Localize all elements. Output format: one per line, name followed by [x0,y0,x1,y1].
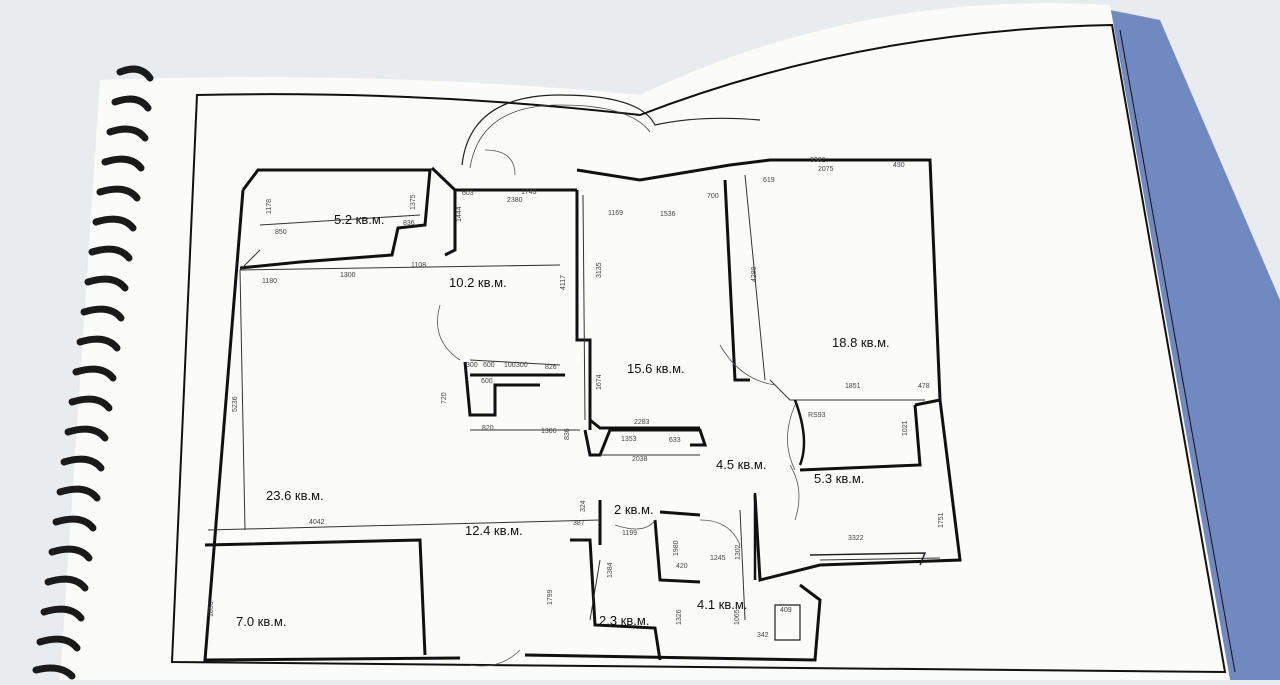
room-label: 18.8 кв.м. [832,335,890,350]
dimension-label: 1306 [541,428,557,435]
room-label: 15.6 кв.м. [627,361,685,376]
room-label: 2 кв.м. [614,502,654,517]
dimension-label: 1199 [622,530,638,537]
room-label: 12.4 кв.м. [465,523,523,538]
dimension-label: 720 [441,392,448,404]
dimension-label: 3382 [810,157,826,164]
dimension-label: 342 [757,632,769,639]
dimension-label: 2380 [507,197,523,204]
dimension-label: 1384 [607,562,614,578]
dimension-label: 836 [564,428,571,440]
dimension-label: 1178 [266,198,273,214]
dimension-label: 850 [275,229,287,236]
dimension-label: 1180 [262,278,278,285]
dimension-label: 603 [462,190,474,197]
dimension-label: 1444 [456,206,463,222]
dimension-label: 1302 [735,544,742,560]
dimension-label: 600 [483,362,495,369]
room-label: 10.2 кв.м. [449,275,507,290]
dimension-label: 826 [545,364,557,371]
dimension-label: 2038 [632,456,648,463]
dimension-label: 600 [481,378,493,385]
dimension-label: 387 [573,520,585,527]
dimension-label: 1743 [521,189,537,196]
dimension-label: 4289 [751,266,758,282]
dimension-label: 100 [504,362,516,369]
dimension-label: 409 [780,607,792,614]
dimension-label: 836 [403,220,415,227]
walls [203,158,962,662]
blue-cover [1110,10,1280,680]
dimension-label: 478 [918,383,930,390]
dimension-label: 1850 [208,601,215,617]
dimension-label: 619 [763,177,775,184]
room-label: 7.0 кв.м. [236,614,287,629]
dimension-label: 5236 [232,396,239,412]
dimension-label: 1980 [673,540,680,556]
dimension-label: 1674 [596,374,603,390]
room-label: 23.6 кв.м. [266,488,324,503]
dimension-label: 1245 [710,555,726,562]
dimension-label: 3322 [848,535,864,542]
dimension-label: 4042 [309,519,325,526]
dimension-label: 324 [580,500,587,512]
dimension-label: 1021 [902,420,909,436]
dimension-label: 300 [466,362,478,369]
dimension-label: 1169 [608,210,624,217]
dimension-label: 300 [516,362,528,369]
dimension-label: 1353 [621,436,637,443]
drawing-frame [170,23,1227,674]
dimension-label: 2283 [634,419,650,426]
dimension-label: 490 [893,162,905,169]
dimension-label: 1065 [734,609,741,625]
dimension-label: 1851 [845,383,861,390]
dimension-label: RS93 [808,412,826,419]
room-label: 4.5 кв.м. [716,457,767,472]
dimension-label: 1375 [410,194,417,210]
dimension-label: 633 [669,437,681,444]
door-swings [437,149,800,667]
spiral-binding [32,65,154,680]
dimension-label: 1300 [340,272,356,279]
room-label: 4.1 кв.м. [697,597,748,612]
room-label: 5.3 кв.м. [814,471,865,486]
dimension-label: 3135 [596,262,603,278]
thin-lines [207,174,941,621]
paper-sheet [60,3,1230,680]
dimension-label: 1799 [547,589,554,605]
room-label: 5.2 кв.м. [334,212,385,227]
dimension-label: 700 [707,193,719,200]
room-label: 2.3 кв.м. [599,613,650,628]
dimension-label: 4117 [560,274,567,290]
dimension-label: 1326 [676,609,683,625]
dimension-label: 1751 [938,512,945,528]
dimension-label: 2075 [818,166,834,173]
dimension-label: 420 [676,563,688,570]
dimension-label: 1536 [660,211,676,218]
dimension-label: 820 [482,425,494,432]
balcony-arc [461,94,761,166]
dimension-label: 1108 [411,262,427,269]
